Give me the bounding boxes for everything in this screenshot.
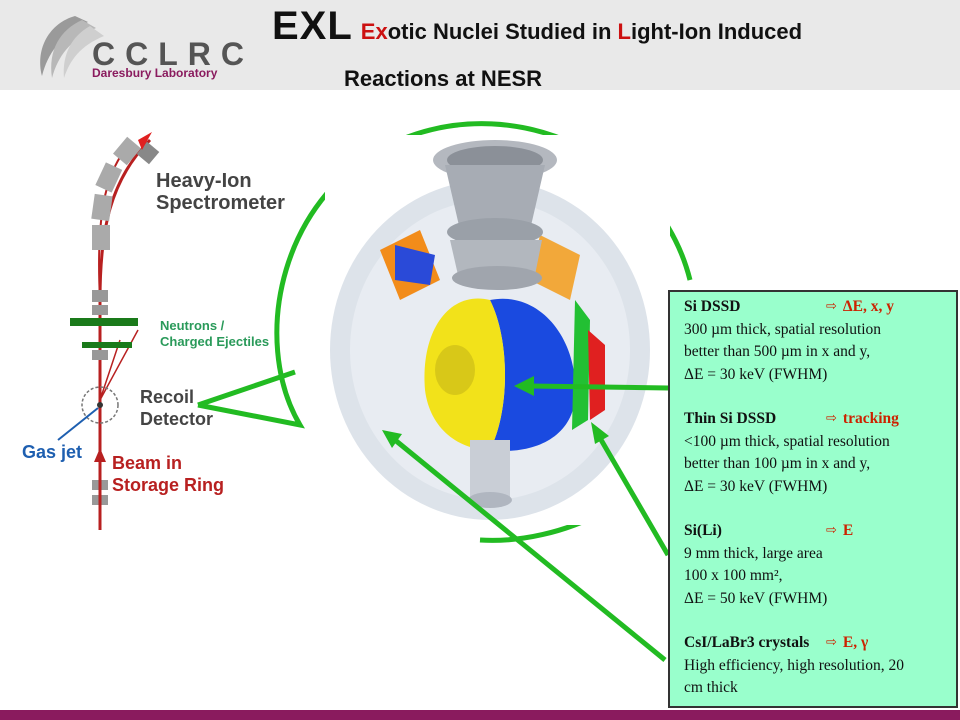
detector-item-header: CsI/LaBr3 crystals ⇨ E, γ [684,632,948,655]
detector-item: Thin Si DSSD ⇨ tracking <100 µm thick, spat… [684,408,948,498]
detector-measures: ΔE, x, y [842,298,894,315]
label-gas-jet: Gas jet [22,442,83,462]
label-beam: Beam in Storage Ring [112,452,224,496]
label-heavy-ion: Heavy-Ion Spectrometer [156,170,285,214]
detector-measures: E [842,522,854,539]
arrow-right-icon: ⇨ [826,523,837,538]
label-beam-line2: Storage Ring [112,475,225,495]
label-recoil-line2: Detector [140,409,214,429]
title-part: otic Nuclei Studied in [387,19,618,44]
logo-subtitle: Daresbury Laboratory [92,66,218,80]
detector-spec-line: 300 µm thick, spatial resolution [684,320,882,338]
detector-name: Thin Si DSSD [684,410,777,427]
detector-spec-line: 100 x 100 mm², [684,567,783,584]
arrow-right-icon: ⇨ [826,299,837,314]
detector-item: Si(Li) ⇨ E 9 mm thick, large area 100 x 100 … [684,520,948,610]
detector-spec-line: ΔE = 30 keV (FWHM) [684,477,828,495]
detector-name: Si DSSD [684,298,741,315]
detector-item-header: Si DSSD ⇨ ΔE, x, y [684,296,948,319]
label-neutrons-line2: Charged Ejectiles [160,334,270,349]
detector-sphere [325,135,670,525]
detector-name: Si(Li) [684,522,722,539]
title-line2: Reactions at NESR [344,66,543,91]
header-bar [0,0,960,90]
title-part: ight-Ion Induced [630,19,803,44]
detector-spec-line: ΔE = 30 keV (FWHM) [684,365,828,383]
detector-item: CsI/LaBr3 crystals ⇨ E, γ High efficiency, … [684,632,948,700]
title-part: Ex [360,19,388,44]
arrow-right-icon: ⇨ [826,635,837,650]
title-main: EXL [272,4,353,48]
detector-measures: E, γ [842,634,869,651]
exl-diagram [57,121,693,662]
detector-spec-line: <100 µm thick, spatial resolution [684,432,890,450]
detector-spec-line: 9 mm thick, large area [684,544,823,562]
detector-item-header: Thin Si DSSD ⇨ tracking [684,408,948,431]
detector-spec-line: ΔE = 50 keV (FWHM) [684,589,828,607]
pointer-arrows [382,376,671,662]
detector-spec-line: better than 500 µm in x and y, [684,343,871,360]
label-neutrons-line1: Neutrons / [160,318,225,333]
logo-text: CCLRC [92,36,254,72]
label-heavy-ion-line1: Heavy-Ion [156,170,252,192]
label-recoil-line1: Recoil [140,387,195,407]
swoosh-logo-icon [40,16,104,78]
label-heavy-ion-line2: Spectrometer [156,192,285,214]
label-neutrons: Neutrons / Charged Ejectiles [160,318,269,350]
cclrc-logo: CCLRC Daresbury Laboratory [30,8,270,88]
detector-item: Si DSSD ⇨ ΔE, x, y 300 µm thick, spatial re… [684,296,948,386]
title-part: L [617,19,631,44]
arrow-right-icon: ⇨ [826,411,837,426]
beamline-schematic [57,132,160,530]
page-title: EXL Exotic Nuclei Studied in Light-Ion In… [272,4,802,49]
detector-spec-line: better than 100 µm in x and y, [684,455,871,472]
detector-name: CsI/LaBr3 crystals [684,634,810,651]
label-recoil-detector: Recoil Detector [140,386,213,430]
label-beam-line1: Beam in [112,453,183,473]
title-subtitle: Exotic Nuclei Studied in Light-Ion Induc… [361,19,802,44]
detector-measures: tracking [842,410,899,427]
detector-spec-line: cm thick [684,679,738,696]
footer-bar [0,710,960,720]
detector-spec-line: High efficiency, high resolution, 20 [684,656,904,674]
detector-info-box: Si DSSD ⇨ ΔE, x, y 300 µm thick, spatial re… [668,290,958,708]
detector-item-header: Si(Li) ⇨ E [684,520,948,543]
